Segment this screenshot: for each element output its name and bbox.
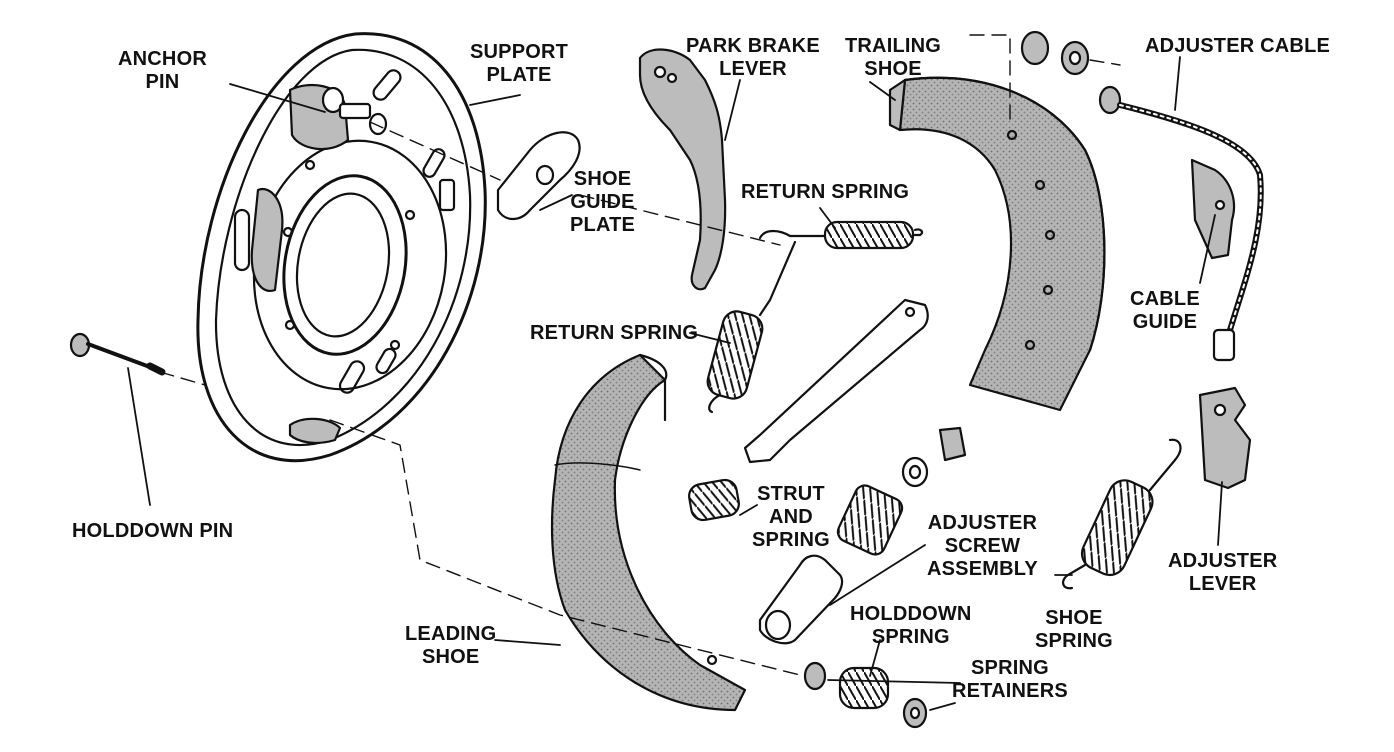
adjuster-screw-assembly [758, 426, 967, 645]
holddown-spring [838, 666, 890, 710]
return-spring-lower [706, 240, 797, 414]
holddown-pin [69, 332, 166, 376]
label-holddown-pin: HOLDDOWN PIN [72, 520, 234, 542]
leader-lines [127, 56, 1223, 711]
shoe-spring [1062, 438, 1182, 590]
strut-spring [688, 478, 740, 522]
alignment-lines [159, 34, 1121, 676]
leading-shoe [550, 353, 747, 712]
strut [743, 298, 929, 464]
adjuster-lever [1198, 386, 1252, 490]
washer-a [1020, 30, 1050, 66]
anchor-pin [321, 86, 388, 136]
shoe-guide-plate [496, 131, 581, 221]
cable-guide [1190, 158, 1236, 260]
label-return-spring-upper: RETURN SPRING [741, 181, 910, 203]
label-return-spring-lower: RETURN SPRING [530, 322, 699, 344]
adjuster-cable [1098, 85, 1264, 362]
trailing-shoe [888, 76, 1106, 412]
park-brake-lever [638, 48, 727, 291]
spring-retainer-1 [803, 661, 827, 691]
return-spring-upper [758, 220, 924, 250]
label-adjuster-cable: ADJUSTER CABLE [1145, 35, 1331, 57]
